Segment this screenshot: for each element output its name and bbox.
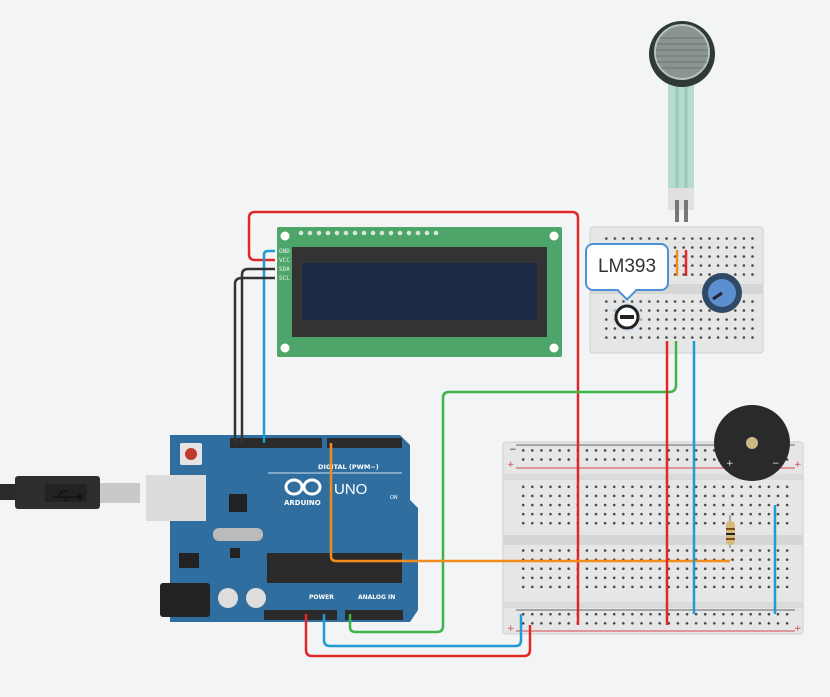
- on-label: ON: [390, 495, 398, 501]
- arduino-logo-icon: [284, 478, 322, 496]
- wire-red-lcd-vcc[interactable]: [247, 210, 580, 625]
- lm393-comparator[interactable]: [612, 302, 642, 332]
- brand-label: ARDUINO: [284, 499, 321, 507]
- rail-plus-label: +: [794, 460, 802, 470]
- force-sensor[interactable]: [649, 21, 715, 222]
- tooltip-label: LM393: [597, 256, 657, 277]
- buzzer-plus-label: +: [726, 459, 734, 469]
- analog-header[interactable]: [345, 610, 403, 620]
- piezo-buzzer[interactable]: + −: [714, 405, 790, 481]
- lm393-tooltip: LM393: [585, 243, 669, 291]
- model-label: UNO: [334, 481, 367, 498]
- wire-black-lcd-sda[interactable]: [240, 267, 275, 443]
- power-label: POWER: [309, 594, 334, 601]
- wire-orange-pin7[interactable]: [329, 443, 730, 563]
- potentiometer[interactable]: [702, 273, 742, 313]
- microcontroller-chip: [267, 553, 402, 583]
- reset-button[interactable]: [185, 448, 197, 460]
- wire-blue-lcd-gnd[interactable]: [262, 249, 275, 443]
- power-header[interactable]: [264, 610, 337, 620]
- wire-blue-gnd[interactable]: [322, 614, 523, 648]
- arduino-uno[interactable]: DIGITAL (PWM~) ARDUINO UNO ON POWER ANAL…: [146, 435, 418, 622]
- wire-black-lcd-scl[interactable]: [233, 276, 275, 443]
- lcd-pin-label: GND: [279, 248, 290, 255]
- lcd-pin-label: SDA: [279, 266, 290, 273]
- lcd-pin-label: SCL: [279, 275, 290, 282]
- resistor[interactable]: [726, 515, 735, 548]
- digital-header-left[interactable]: [230, 438, 322, 448]
- analog-label: ANALOG IN: [358, 594, 395, 601]
- buzzer-minus-label: −: [772, 459, 780, 469]
- rail-minus-label: −: [509, 445, 517, 455]
- rail-plus-label: +: [794, 624, 802, 634]
- digital-header-right[interactable]: [327, 438, 402, 448]
- power-jack: [160, 583, 210, 617]
- crystal: [213, 528, 263, 541]
- rail-plus-label: +: [507, 460, 515, 470]
- wire-red-5v[interactable]: [304, 614, 532, 658]
- usb-icon: [52, 490, 83, 502]
- wire-green-a0[interactable]: [348, 341, 678, 634]
- lcd-pin-label: VCC: [279, 257, 290, 264]
- lcd-display[interactable]: GND VCC SDA SCL: [277, 227, 562, 357]
- digital-label: DIGITAL (PWM~): [318, 463, 379, 471]
- lcd-screen: [302, 263, 537, 320]
- rail-plus-label: +: [507, 624, 515, 634]
